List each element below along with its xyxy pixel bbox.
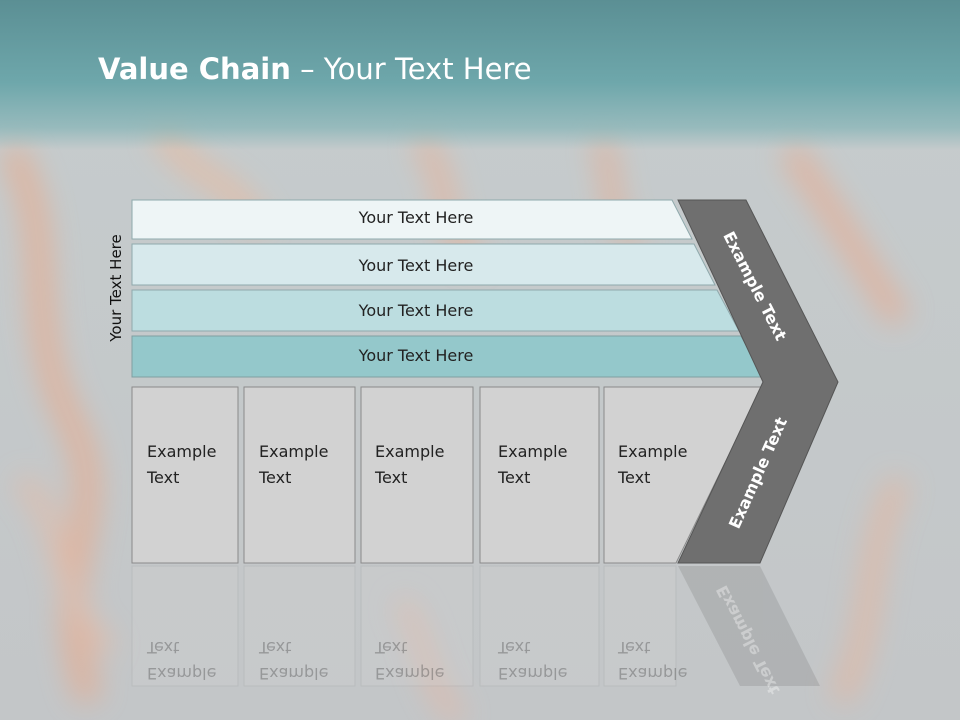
column-label-reflection: Example Text [375,634,444,686]
reflection-line: Example [375,664,445,683]
column-reflection [603,565,677,687]
column-label-line1: Example [259,442,329,461]
bar-label-2: Your Text Here [358,256,474,275]
column-label-reflection: Example Text [259,634,328,686]
reflection-line: Text [259,638,292,657]
column-label-line1: Example [618,442,688,461]
reflection-line: Example [618,664,688,683]
reflection-line: Example [147,664,217,683]
bar-label-4: Your Text Here [358,346,474,365]
title-bold: Value Chain [98,52,291,86]
column-box-4 [479,386,600,564]
column-label-line2: Text [618,468,651,487]
column-label-reflection: Example Text [498,634,567,686]
column-label-line2: Text [375,468,408,487]
reflection-line: Text [147,638,180,657]
column-box-2 [243,386,356,564]
column-label-reflection: Example Text [147,634,216,686]
bar-label-1: Your Text Here [358,208,474,227]
column-reflection [131,565,239,687]
reflection [131,565,820,687]
reflection-line: Example [498,664,568,683]
column-box-1 [131,386,239,564]
bar-shape-1 [131,199,693,240]
reflection-line: Text [618,638,651,657]
column-label-line1: Example [498,442,568,461]
column-reflection [243,565,356,687]
arrow-reflection [678,566,820,686]
title-band [0,0,960,150]
column-reflection [479,565,600,687]
reflection-line: Text [375,638,408,657]
column-label-line1: Example [375,442,445,461]
reflection-line: Text [498,638,531,657]
reflection-line: Example [259,664,329,683]
column-box-3 [360,386,474,564]
column-label-line2: Text [498,468,531,487]
bar-shape-2 [131,243,716,286]
column-label-line2: Text [147,468,180,487]
slide-title: Value Chain – Your Text Here [98,52,532,86]
column-reflection [360,565,474,687]
column-box-5 [603,386,763,564]
column-label-line2: Text [259,468,292,487]
chevron-arrow [677,199,839,564]
column-label-reflection: Example Text [618,634,687,686]
bar-label-3: Your Text Here [358,301,474,320]
title-rest: – Your Text Here [290,52,532,86]
column-label-line1: Example [147,442,217,461]
